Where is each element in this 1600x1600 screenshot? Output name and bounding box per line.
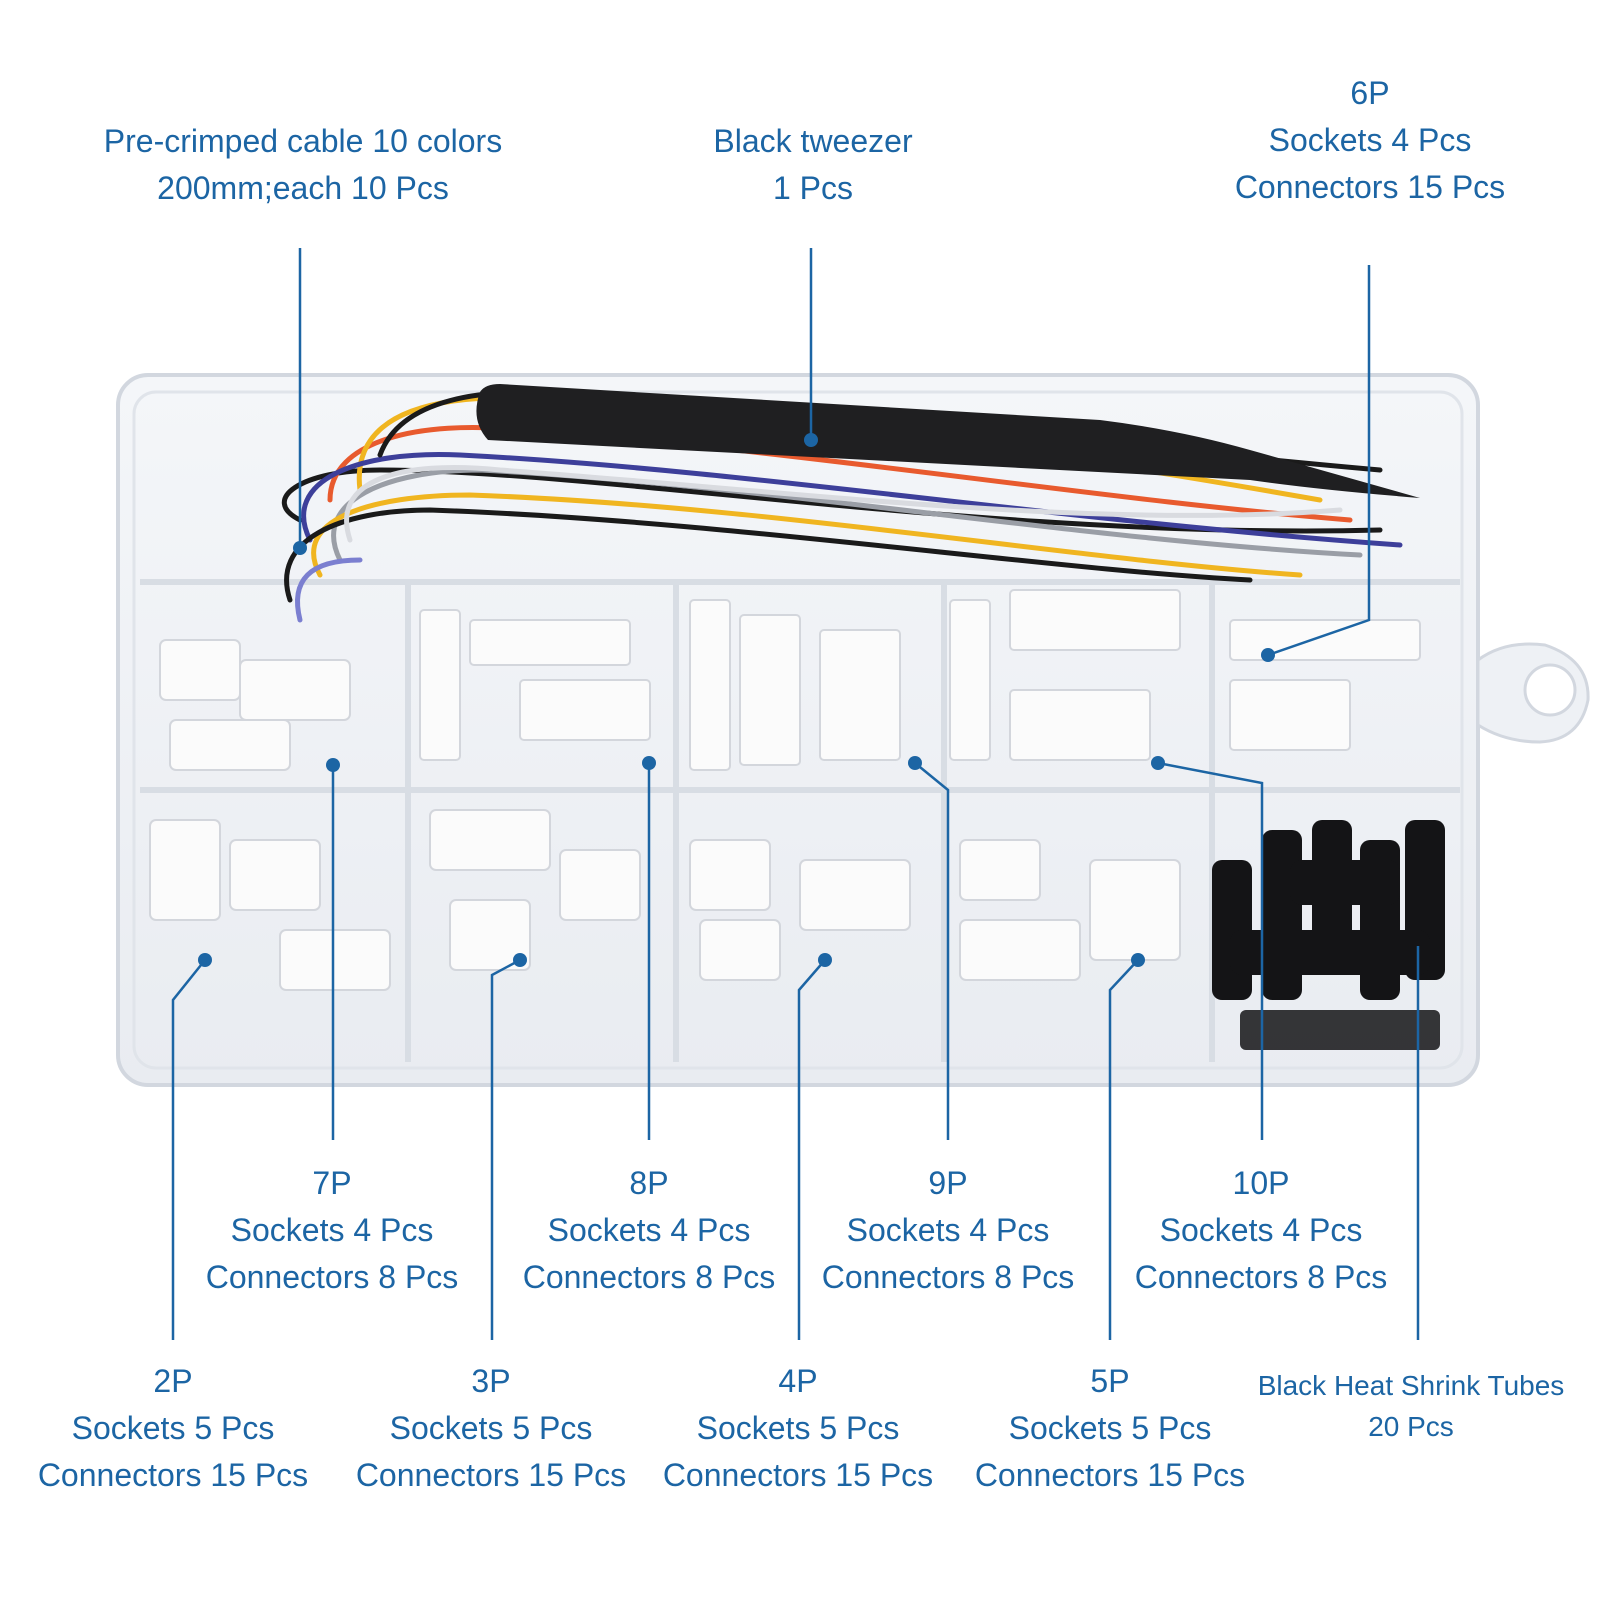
callout-tweezer: Black tweezer 1 Pcs <box>713 118 912 212</box>
callout-line: Sockets 4 Pcs <box>547 1212 751 1248</box>
callout-2p: 2P Sockets 5 Pcs Connectors 15 Pcs <box>38 1358 308 1499</box>
callout-4p: 4P Sockets 5 Pcs Connectors 15 Pcs <box>663 1358 933 1499</box>
callout-tubes: Black Heat Shrink Tubes 20 Pcs <box>1258 1365 1565 1447</box>
callout-line: 8P <box>629 1165 669 1201</box>
callout-line: Connectors 15 Pcs <box>1234 169 1506 205</box>
callout-line: Black Heat Shrink Tubes <box>1257 1370 1565 1401</box>
leader-dots <box>198 433 1275 967</box>
callout-line: Sockets 5 Pcs <box>389 1410 593 1446</box>
callout-line: Connectors 15 Pcs <box>662 1457 934 1493</box>
connectors-bottom <box>149 809 1181 991</box>
callout-line: Pre-crimped cable 10 colors <box>103 123 503 159</box>
tweezer <box>476 384 1420 498</box>
callout-line: Connectors 15 Pcs <box>355 1457 627 1493</box>
callout-10p: 10P Sockets 4 Pcs Connectors 8 Pcs <box>1135 1160 1388 1301</box>
callout-line: Connectors 15 Pcs <box>37 1457 309 1493</box>
callout-line: Sockets 4 Pcs <box>1268 122 1472 158</box>
callout-line: Connectors 8 Pcs <box>1134 1259 1388 1295</box>
callout-line: 5P <box>1090 1363 1130 1399</box>
callout-line: Sockets 4 Pcs <box>230 1212 434 1248</box>
callout-line: Sockets 4 Pcs <box>1159 1212 1363 1248</box>
callout-6p: 6P Sockets 4 Pcs Connectors 15 Pcs <box>1235 70 1505 211</box>
callout-line: Sockets 5 Pcs <box>71 1410 275 1446</box>
connectors-top <box>159 589 1421 771</box>
callout-line: 4P <box>778 1363 818 1399</box>
callout-8p: 8P Sockets 4 Pcs Connectors 8 Pcs <box>523 1160 776 1301</box>
callout-line: 9P <box>928 1165 968 1201</box>
callout-line: Sockets 5 Pcs <box>1008 1410 1212 1446</box>
callout-line: 6P <box>1350 75 1390 111</box>
callout-line: Connectors 8 Pcs <box>522 1259 776 1295</box>
leader-lines <box>171 248 1420 1340</box>
callout-3p: 3P Sockets 5 Pcs Connectors 15 Pcs <box>356 1358 626 1499</box>
callout-line: 1 Pcs <box>772 170 854 206</box>
callout-line: 3P <box>471 1363 511 1399</box>
callout-line: Black tweezer <box>713 123 913 159</box>
callout-line: 2P <box>153 1363 193 1399</box>
heat-shrink-tubes <box>1212 820 1445 1050</box>
callout-line: Connectors 8 Pcs <box>821 1259 1075 1295</box>
callout-5p: 5P Sockets 5 Pcs Connectors 15 Pcs <box>975 1358 1245 1499</box>
callout-9p: 9P Sockets 4 Pcs Connectors 8 Pcs <box>822 1160 1075 1301</box>
callout-cable: Pre-crimped cable 10 colors 200mm;each 1… <box>104 118 502 212</box>
callout-line: 10P <box>1232 1165 1290 1201</box>
callout-line: Sockets 5 Pcs <box>696 1410 900 1446</box>
callout-line: Sockets 4 Pcs <box>846 1212 1050 1248</box>
callout-7p: 7P Sockets 4 Pcs Connectors 8 Pcs <box>206 1160 459 1301</box>
callout-line: 20 Pcs <box>1368 1411 1454 1442</box>
callout-line: 7P <box>312 1165 352 1201</box>
callout-line: 200mm;each 10 Pcs <box>157 170 449 206</box>
callout-line: Connectors 8 Pcs <box>205 1259 459 1295</box>
callout-line: Connectors 15 Pcs <box>974 1457 1246 1493</box>
